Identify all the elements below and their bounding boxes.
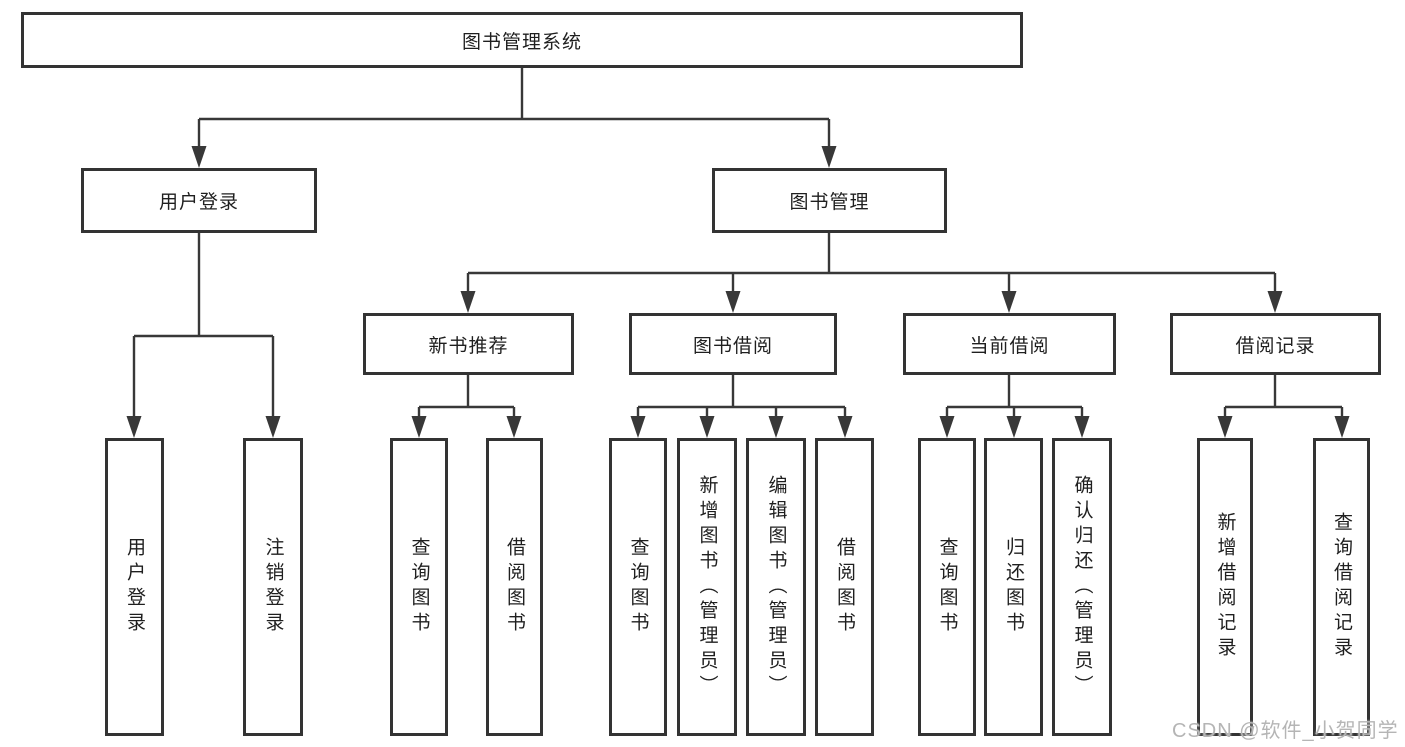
leaf-label: 新增图书（管理员） bbox=[696, 474, 718, 700]
node-new-book-recommendation: 新书推荐 bbox=[363, 313, 574, 375]
node-book-borrowing: 图书借阅 bbox=[629, 313, 837, 375]
leaf-return-books: 归还图书 bbox=[984, 438, 1043, 736]
leaf-label: 借阅图书 bbox=[834, 537, 855, 637]
leaf-label: 查询借阅记录 bbox=[1331, 512, 1352, 662]
leaf-label: 用户登录 bbox=[124, 537, 145, 637]
node-label: 图书管理 bbox=[789, 192, 870, 213]
leaf-logout: 注销登录 bbox=[243, 438, 303, 736]
node-label: 当前借阅 bbox=[969, 335, 1050, 357]
node-book-management: 图书管理 bbox=[712, 168, 947, 233]
leaf-confirm-return-admin: 确认归还（管理员） bbox=[1052, 438, 1112, 736]
node-label: 新书推荐 bbox=[428, 335, 509, 357]
leaf-label: 归还图书 bbox=[1003, 537, 1024, 637]
leaf-edit-books-admin: 编辑图书（管理员） bbox=[746, 438, 806, 736]
leaf-borrow-books-2: 借阅图书 bbox=[815, 438, 874, 736]
leaf-label: 新增借阅记录 bbox=[1214, 512, 1236, 662]
csdn-watermark: CSDN @软件_小贺同学 bbox=[1172, 720, 1399, 742]
node-current-borrowing: 当前借阅 bbox=[903, 313, 1116, 375]
leaf-label: 确认归还（管理员） bbox=[1071, 474, 1093, 700]
leaf-add-borrow-record: 新增借阅记录 bbox=[1197, 438, 1253, 736]
leaf-label: 编辑图书（管理员） bbox=[765, 474, 787, 700]
node-label: 图书借阅 bbox=[692, 335, 773, 357]
leaf-add-books-admin: 新增图书（管理员） bbox=[677, 438, 737, 736]
node-borrowing-records: 借阅记录 bbox=[1170, 313, 1381, 375]
node-label: 用户登录 bbox=[158, 192, 239, 213]
leaf-label: 注销登录 bbox=[262, 537, 284, 637]
node-label: 借阅记录 bbox=[1235, 335, 1316, 357]
leaf-query-borrow-record: 查询借阅记录 bbox=[1313, 438, 1370, 736]
leaf-label: 查询图书 bbox=[936, 537, 958, 637]
leaf-query-books-3: 查询图书 bbox=[918, 438, 976, 736]
leaf-user-login: 用户登录 bbox=[105, 438, 164, 736]
node-library-management-system: 图书管理系统 bbox=[21, 12, 1023, 68]
leaf-borrow-books-1: 借阅图书 bbox=[486, 438, 543, 736]
leaf-label: 查询图书 bbox=[408, 537, 430, 637]
node-label: 图书管理系统 bbox=[461, 31, 582, 53]
leaf-label: 查询图书 bbox=[627, 537, 649, 637]
leaf-query-books-2: 查询图书 bbox=[609, 438, 667, 736]
leaf-label: 借阅图书 bbox=[504, 537, 525, 637]
leaf-query-books-1: 查询图书 bbox=[390, 438, 448, 736]
node-user-login: 用户登录 bbox=[81, 168, 317, 233]
